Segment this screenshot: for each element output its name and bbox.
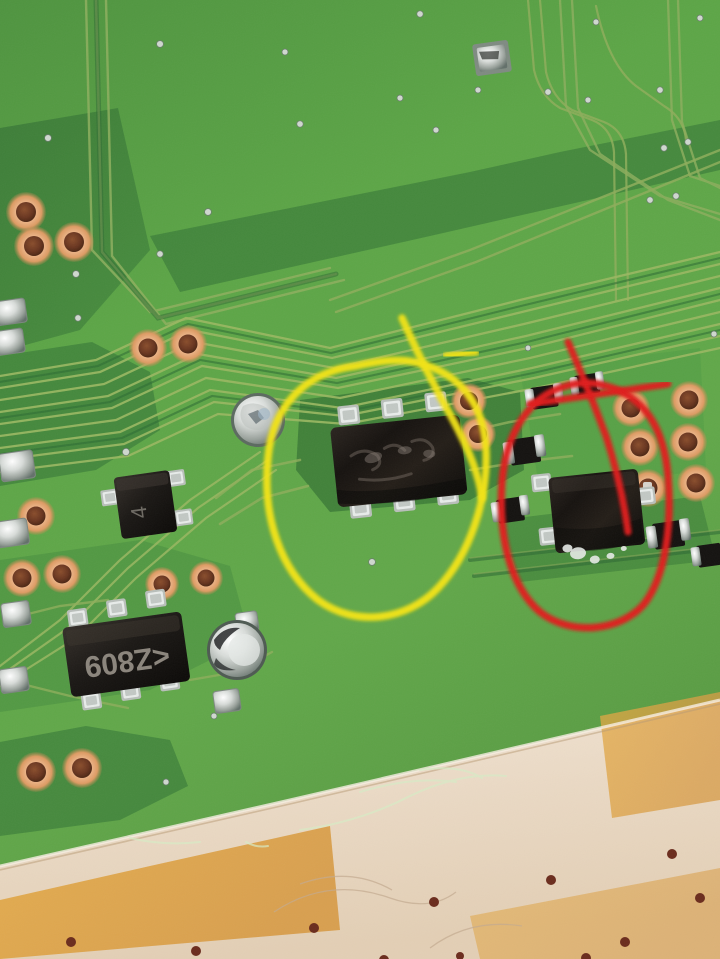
trace-bundles: [0, 0, 720, 710]
yellow-circle-path: [263, 356, 490, 621]
vias: [44, 10, 718, 786]
left-lower-pad-pair: [3, 497, 223, 601]
yellow-tick-stroke: [442, 348, 480, 360]
red-tail-stroke: [564, 338, 632, 536]
component-marking-left-transistor: 4: [126, 505, 152, 521]
smd-passives-right: [490, 371, 720, 568]
surface-scratches: [129, 767, 507, 848]
mid-left-pad-pair: [129, 325, 207, 367]
annotation-red-circle: [497, 338, 673, 632]
component-sot-23-transistor-left: 4: [100, 468, 194, 539]
red-horizontal-stroke: [526, 380, 672, 408]
board-edge-and-substrate: [0, 692, 720, 959]
solder-blobs: [207, 393, 285, 680]
annotation-yellow-circle: [263, 314, 490, 621]
component-sot-23-6-center-highlighted: [330, 391, 468, 519]
component-sot-23-6-bottom-left: <Z809: [62, 588, 190, 711]
smd-solder-joints: [0, 40, 512, 714]
red-circle-path: [497, 379, 673, 632]
via-blob-lower: [207, 620, 267, 680]
bottom-left-pad-pair: [16, 748, 102, 792]
yellow-tail-stroke: [398, 314, 486, 502]
top-left-pad-cluster: [6, 192, 94, 266]
